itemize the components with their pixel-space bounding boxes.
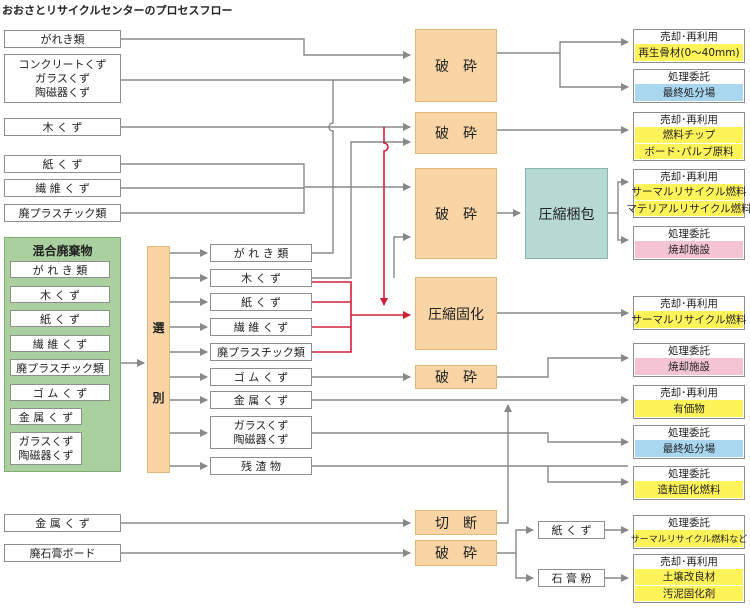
output-box: 処理委託焼却施設 bbox=[633, 226, 745, 260]
output-header: 処理委託 bbox=[668, 427, 710, 439]
output-box: 売却･再利用サーマルリサイクル燃料 bbox=[632, 296, 747, 330]
input-plastic: 廃プラスチック類 bbox=[4, 204, 121, 222]
input-concrete-glass-ceramic: コンクリートくず ガラスくず 陶磁器くず bbox=[4, 54, 121, 103]
sub-output-gypsum-powder: 石 膏 粉 bbox=[538, 569, 605, 587]
input-paper: 紙 く ず bbox=[4, 155, 121, 173]
output-box: 売却･再利用燃料チップボード･パルプ原料 bbox=[633, 112, 745, 161]
output-destination: ボード･パルプ原料 bbox=[635, 143, 743, 159]
sorted-paper: 紙 く ず bbox=[210, 293, 312, 311]
compress-solidify: 圧縮固化 bbox=[415, 277, 497, 350]
output-header: 処理委託 bbox=[668, 71, 710, 83]
output-header: 売却･再利用 bbox=[660, 387, 718, 399]
input-metal: 金 属 く ず bbox=[4, 514, 121, 532]
output-destination: サーマルリサイクル燃料 bbox=[632, 311, 747, 328]
sorted-glass-ceramic: ガラスくず 陶磁器くず bbox=[210, 416, 312, 449]
mixed-item-paper: 紙 く ず bbox=[10, 310, 110, 327]
mixed-item-wood: 木 く ず bbox=[10, 286, 110, 303]
output-destination: 汚泥固化剤 bbox=[635, 585, 743, 601]
mixed-item-glass: ガラスくず bbox=[18, 434, 74, 448]
crusher-2: 破 砕 bbox=[415, 112, 497, 154]
sorting-char-1: 選 bbox=[152, 321, 165, 335]
mixed-item-ceramic: 陶磁器くず bbox=[18, 448, 74, 462]
output-box: 売却･再利用再生骨材(0～40mm) bbox=[633, 29, 745, 63]
input-concrete: コンクリートくず bbox=[18, 57, 107, 71]
sorted-glass: ガラスくず bbox=[233, 418, 289, 432]
output-box: 売却･再利用有価物 bbox=[633, 385, 745, 419]
sorted-ceramic: 陶磁器くず bbox=[233, 432, 289, 446]
mixed-item-fiber: 繊 維 く ず bbox=[10, 335, 110, 352]
output-destination: 最終処分場 bbox=[635, 84, 743, 101]
sorted-gareki: が れ き 類 bbox=[210, 244, 312, 262]
sorted-fiber: 繊 維 く ず bbox=[210, 318, 312, 336]
mixed-item-glass-ceramic: ガラスくず 陶磁器くず bbox=[10, 432, 82, 465]
output-header: 処理委託 bbox=[668, 345, 710, 357]
mixed-item-rubber: ゴ ム く ず bbox=[10, 384, 110, 401]
sorted-metal: 金 属 く ず bbox=[210, 391, 312, 409]
sub-output-paper: 紙 く ず bbox=[538, 521, 605, 539]
mixed-item-gareki: が れ き 類 bbox=[10, 261, 110, 278]
sorting-process: 選 別 bbox=[147, 246, 170, 473]
output-box: 処理委託造粒固化燃料 bbox=[633, 466, 745, 500]
crusher-rubber: 破 砕 bbox=[415, 365, 497, 389]
output-destination: 焼却施設 bbox=[635, 241, 743, 258]
output-destination: 焼却施設 bbox=[635, 358, 743, 375]
mixed-item-plastic: 廃プラスチック類 bbox=[10, 359, 110, 376]
output-header: 売却･再利用 bbox=[660, 114, 718, 126]
sorted-plastic: 廃プラスチック類 bbox=[210, 343, 312, 361]
output-destination: サーマルリサイクル燃料 bbox=[632, 184, 747, 200]
output-destination: 有価物 bbox=[635, 400, 743, 417]
sorting-char-2: 別 bbox=[152, 391, 165, 405]
sorted-rubber: ゴ ム く ず bbox=[210, 368, 312, 386]
input-fiber: 繊 維 く ず bbox=[4, 179, 121, 197]
output-header: 売却･再利用 bbox=[660, 31, 718, 43]
sorted-residue: 残 渣 物 bbox=[210, 457, 312, 475]
output-header: 売却･再利用 bbox=[660, 298, 718, 310]
output-box: 処理委託焼却施設 bbox=[633, 343, 745, 377]
diagram-title: おおさとリサイクルセンターのプロセスフロー bbox=[2, 4, 233, 17]
crusher-gypsum: 破 砕 bbox=[415, 540, 497, 566]
input-ceramic: 陶磁器くず bbox=[35, 85, 90, 99]
output-destination: 最終処分場 bbox=[635, 440, 743, 457]
cutter: 切 断 bbox=[415, 510, 497, 535]
input-gypsum-board: 廃石膏ボード bbox=[4, 544, 121, 562]
output-destination: 再生骨材(0～40mm) bbox=[635, 44, 743, 61]
mixed-waste-title: 混合廃棄物 bbox=[32, 244, 93, 258]
output-box: 売却･再利用土壌改良材汚泥固化剤 bbox=[633, 554, 745, 603]
output-destination: 土壌改良材 bbox=[635, 569, 743, 585]
output-header: 売却･再利用 bbox=[660, 171, 718, 183]
output-box: 処理委託サーマルリサイクル燃料など bbox=[631, 515, 747, 549]
input-wood: 木 く ず bbox=[4, 118, 121, 136]
output-destination: サーマルリサイクル燃料など bbox=[631, 530, 747, 547]
output-header: 処理委託 bbox=[668, 468, 710, 480]
sorted-wood: 木 く ず bbox=[210, 269, 312, 287]
compress-pack: 圧縮梱包 bbox=[525, 168, 608, 259]
crusher-1: 破 砕 bbox=[415, 29, 497, 102]
output-header: 処理委託 bbox=[668, 228, 710, 240]
output-box: 処理委託最終処分場 bbox=[633, 69, 745, 103]
output-destination: 造粒固化燃料 bbox=[635, 481, 743, 498]
input-glass: ガラスくず bbox=[35, 71, 90, 85]
input-gareki: がれき類 bbox=[4, 30, 121, 48]
output-header: 処理委託 bbox=[668, 517, 710, 529]
output-box: 処理委託最終処分場 bbox=[633, 425, 745, 459]
mixed-item-metal: 金 属 く ず bbox=[10, 408, 82, 425]
output-header: 売却･再利用 bbox=[660, 556, 718, 568]
output-destination: マテリアルリサイクル燃料 bbox=[626, 200, 750, 216]
output-box: 売却･再利用サーマルリサイクル燃料マテリアルリサイクル燃料 bbox=[626, 169, 750, 218]
crusher-3: 破 砕 bbox=[415, 168, 497, 259]
output-destination: 燃料チップ bbox=[635, 127, 743, 143]
